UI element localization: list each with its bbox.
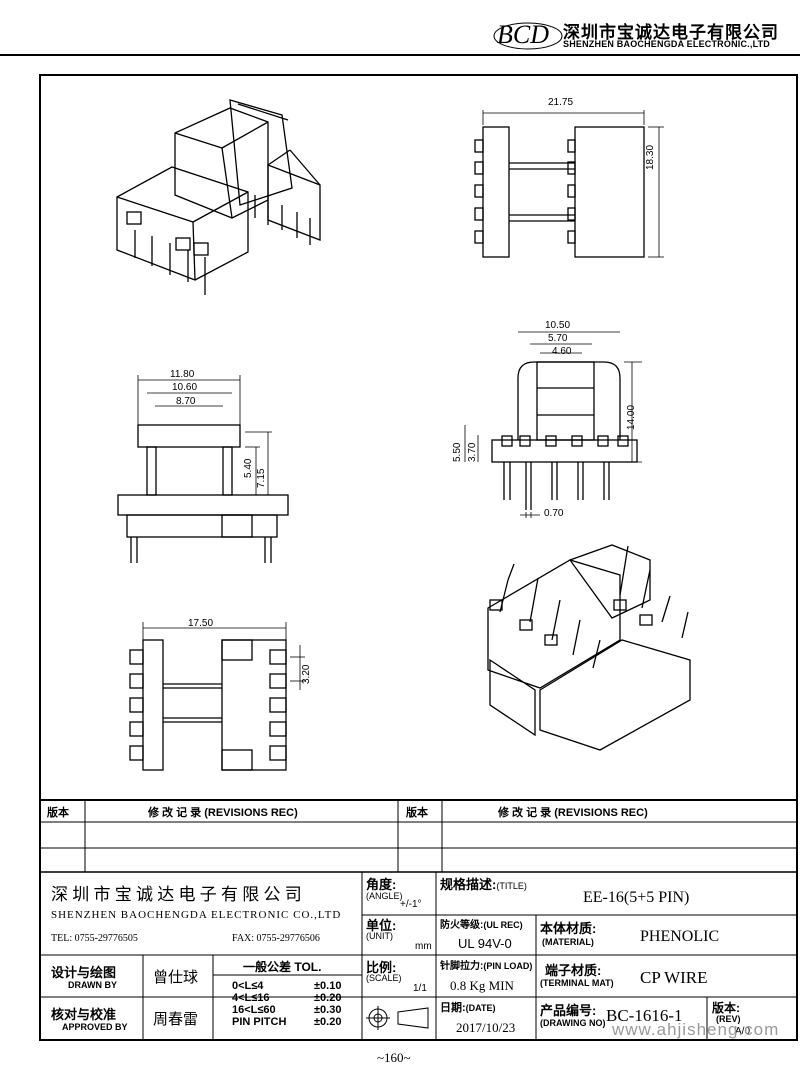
scale-label: 比例: (366, 960, 397, 975)
material-value: PHENOLIC (640, 928, 720, 945)
dim-front-p2: 3.70 (467, 442, 478, 462)
side-view (117, 375, 289, 563)
date-value: 2017/10/23 (456, 1020, 516, 1035)
revision-title-left: 修 改 记 录 (REVISIONS REC) (148, 807, 298, 819)
approved-by-value: 周春雷 (153, 1011, 199, 1028)
tol-value-2: ±0.20 (314, 992, 342, 1004)
tol-range-3: 16<L≤60 (232, 1004, 276, 1016)
unit-label-en: (UNIT) (366, 931, 393, 941)
terminal-label: 端子材质: (545, 963, 602, 978)
pinload-label-en: (PIN LOAD) (483, 961, 533, 971)
watermark: www.ahjisheng.com (612, 1020, 780, 1039)
dim-side-d: 5.40 (243, 458, 254, 478)
drawn-by-label-en: DRAWN BY (68, 980, 117, 990)
drawing-value: BC-1616-1 (606, 1006, 683, 1025)
title-label-cn: 规格描述: (440, 877, 497, 892)
pinload-value: 0.8 Kg MIN (450, 978, 514, 993)
drawn-by-label: 设计与绘图 (51, 965, 117, 980)
date-label-cn: 日期: (440, 1002, 466, 1014)
dim-side-c: 8.70 (176, 396, 196, 407)
company-logo: BCD (497, 20, 549, 49)
revision-label-right: 版本 (406, 807, 428, 819)
drawing-label: 产品编号: (540, 1003, 597, 1018)
tol-value-4: ±0.20 (314, 1016, 342, 1028)
dim-side-e: 7.15 (256, 468, 267, 488)
tb-fax: FAX: 0755-29776506 (232, 933, 320, 944)
revision-label-left: 版本 (47, 807, 69, 819)
top-view (474, 110, 664, 258)
date-label: 日期:(DATE) (440, 999, 496, 1015)
dim-front-pin: 0.70 (544, 508, 564, 519)
tol-value-1: ±0.10 (314, 980, 342, 992)
angle-label: 角度: (366, 877, 397, 892)
rev-label-en: (REV) (716, 1014, 741, 1024)
material-label: 本体材质: (540, 921, 597, 936)
drawn-by-value: 曾仕球 (153, 969, 199, 986)
terminal-label-en: (TERMINAL MAT) (540, 978, 614, 988)
dim-front-p1: 5.50 (452, 442, 463, 462)
dim-front-a: 10.50 (545, 320, 571, 331)
unit-value: mm (415, 941, 432, 952)
company-name-en: SHENZHEN BAOCHENGDA ELECTRONIC.,LTD (563, 39, 770, 49)
bottom-view (129, 622, 305, 771)
drawing-label-en: (DRAWING NO) (540, 1018, 606, 1028)
pinload-label-cn: 针脚拉力: (440, 961, 484, 972)
material-label-en: (MATERIAL) (542, 937, 594, 947)
rev-value: A/0 (735, 1026, 751, 1037)
angle-label-en: (ANGLE) (366, 891, 403, 901)
tol-range-4: PIN PITCH (232, 1016, 287, 1028)
dim-front-h: 14.00 (626, 404, 637, 430)
ul-value: UL 94V-0 (458, 936, 512, 951)
tb-company-cn: 深 圳 市 宝 诚 达 电 子 有 限 公 司 (51, 885, 302, 904)
angle-value: +/-1° (400, 899, 422, 910)
isometric-view-top (116, 99, 321, 295)
dim-top-height: 18.30 (645, 144, 656, 170)
company-name-cn: 深圳市宝诚达电子有限公司 (563, 23, 779, 42)
title-block-grid (39, 799, 798, 1041)
dim-side-b: 10.60 (172, 382, 198, 393)
page-number: ~160~ (377, 1050, 411, 1065)
tolerance-title: 一般公差 TOL. (243, 960, 322, 974)
scale-value: 1/1 (413, 983, 427, 994)
tolerance-ranges: 0<L≤4 4<L≤16 16<L≤60 PIN PITCH (232, 980, 286, 1028)
revision-title-right: 修 改 记 录 (REVISIONS REC) (498, 807, 648, 819)
dim-bottom-width: 17.50 (188, 618, 214, 629)
tb-tel: TEL: 0755-29776505 (51, 933, 138, 944)
unit-label: 单位: (366, 918, 397, 933)
ul-label-en: (UL REC) (483, 920, 523, 930)
terminal-value: CP WIRE (640, 968, 708, 987)
dim-side-a: 11.80 (170, 369, 195, 380)
title-label: 规格描述:(TITLE) (440, 874, 527, 893)
tolerance-values: ±0.10 ±0.20 ±0.30 ±0.20 (314, 980, 341, 1028)
ul-label-cn: 防火等级: (440, 920, 484, 931)
approved-by-label-en: APPROVED BY (62, 1022, 128, 1032)
rev-label: 版本: (712, 1001, 740, 1015)
dim-bottom-pitch: 3.20 (301, 664, 312, 684)
tb-company-en: SHENZHEN BAOCHENGDA ELECTRONIC CO.,LTD (51, 909, 342, 921)
ul-label: 防火等级:(UL REC) (440, 916, 523, 931)
title-value: EE-16(5+5 PIN) (583, 889, 690, 906)
scale-label-en: (SCALE) (366, 973, 402, 983)
dim-top-width: 21.75 (548, 97, 574, 108)
pinload-label: 针脚拉力:(PIN LOAD) (440, 957, 532, 972)
approved-by-label: 核对与校准 (51, 1007, 117, 1022)
tol-range-2: 4<L≤16 (232, 992, 270, 1004)
tol-value-3: ±0.30 (314, 1004, 342, 1016)
front-view (464, 331, 642, 518)
dim-front-c: 4.60 (552, 346, 572, 357)
date-label-en: (DATE) (465, 1003, 496, 1013)
dim-front-b: 5.70 (548, 333, 568, 344)
isometric-view-bottom (487, 544, 691, 751)
tol-range-1: 0<L≤4 (232, 980, 264, 992)
title-label-en: (TITLE) (496, 881, 527, 891)
